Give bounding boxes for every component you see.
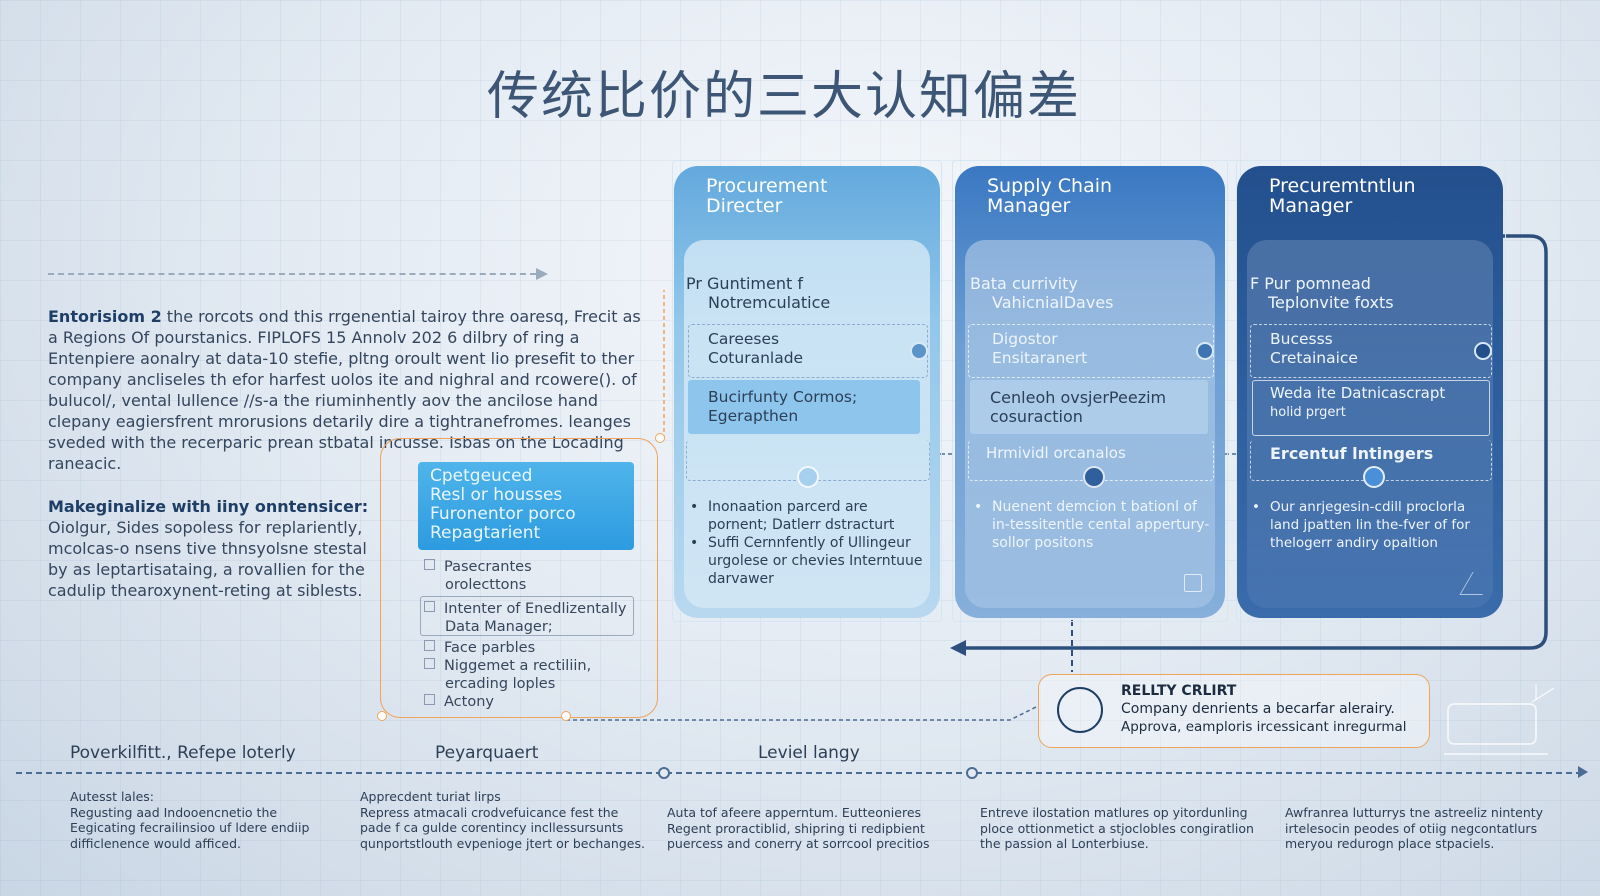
intro-subsection: Makeginalize with iiny onntensicer: Oiol… bbox=[48, 496, 378, 601]
card-highlight-box[interactable] bbox=[1252, 380, 1490, 436]
card-highlight-box[interactable] bbox=[688, 380, 920, 434]
checklist-item[interactable]: Niggemet a rectiliin,ercading loples bbox=[424, 657, 591, 693]
timeline-arrowhead bbox=[1578, 766, 1588, 778]
checkbox[interactable] bbox=[424, 694, 435, 705]
alert-user-icon bbox=[1057, 687, 1103, 733]
connector-dot bbox=[561, 711, 571, 721]
page-title: 传统比价的三大认知偏差 bbox=[486, 67, 1081, 127]
card-frame bbox=[1236, 160, 1506, 622]
timeline-label: Peyarquaert bbox=[435, 743, 539, 763]
info-icon[interactable] bbox=[910, 342, 928, 360]
checkbox[interactable] bbox=[424, 601, 435, 612]
timeline-line bbox=[16, 772, 1582, 774]
timeline-node bbox=[658, 767, 670, 779]
highlight-line: Furonentor porco bbox=[430, 504, 576, 524]
alert-line-1: Company denrients a becarfar alerairy. bbox=[1121, 701, 1395, 717]
checkbox[interactable] bbox=[424, 658, 435, 669]
highlight-line: Resl or housses bbox=[430, 485, 563, 505]
card-frame bbox=[672, 160, 942, 622]
highlight-line: Cpetgeuced bbox=[430, 466, 533, 486]
alert-title: RELLTY CRLIRT bbox=[1121, 683, 1237, 699]
monitor-icon bbox=[1444, 684, 1555, 755]
checklist-item-frame bbox=[420, 596, 634, 636]
card-bullet: Our anrjegesin-cdill proclorla land jpat… bbox=[1252, 498, 1484, 552]
info-icon[interactable] bbox=[1474, 342, 1492, 360]
risk-alert-box[interactable]: RELLTY CRLIRT Company denrients a becarf… bbox=[1038, 674, 1430, 748]
user-badge-icon[interactable] bbox=[797, 466, 819, 488]
user-badge-icon[interactable] bbox=[1083, 466, 1105, 488]
card-bullet: Suffi Cernnfently of Ullingeur urgolese … bbox=[690, 534, 928, 588]
timeline-column: Awfranrea lutturrys tne astreeliz ninten… bbox=[1285, 805, 1544, 851]
intro-text: the rorcots ond this rrgenential tairoy … bbox=[48, 307, 641, 473]
highlight-button[interactable]: Cpetgeuced Resl or housses Furonentor po… bbox=[418, 462, 634, 550]
checkbox[interactable] bbox=[424, 640, 435, 651]
card-label: Ercentuf lntingers bbox=[1270, 444, 1434, 463]
card-highlight-box[interactable] bbox=[970, 380, 1208, 434]
user-badge-icon[interactable] bbox=[1363, 466, 1385, 488]
highlight-line: Repagtarient bbox=[430, 523, 541, 543]
dashed-arrow-top bbox=[48, 268, 548, 280]
card-bullet: Inonaation parcerd are pornent; Datlerr … bbox=[690, 498, 928, 534]
info-icon[interactable] bbox=[1196, 342, 1214, 360]
timeline-column: Entreve ilostation matlures op yitordunl… bbox=[980, 805, 1254, 851]
card-label: Hrmividl orcanalos bbox=[986, 444, 1126, 462]
timeline-label: Leviel langy bbox=[758, 743, 860, 763]
checklist-panel bbox=[380, 438, 658, 718]
alert-line-2: Approva, eamploris ircessicant inregurma… bbox=[1121, 719, 1407, 735]
connector-dot bbox=[655, 433, 665, 443]
checklist-item[interactable]: Actony bbox=[424, 693, 494, 711]
intro-lead: Entorisiom 2 bbox=[48, 307, 162, 326]
copy-icon[interactable] bbox=[1184, 574, 1202, 592]
card-box2-text: Bucirfunty Cormos;Egerapthen bbox=[708, 388, 858, 425]
card-frame bbox=[952, 160, 1228, 622]
intro-paragraph: Entorisiom 2 the rorcots ond this rrgene… bbox=[48, 306, 648, 474]
intro-sub-heading: Makeginalize with iiny onntensicer: bbox=[48, 497, 369, 516]
checklist-item[interactable]: Face parbles bbox=[424, 639, 535, 657]
timeline-column: Autesst lales:Regusting aad Indooencneti… bbox=[70, 789, 310, 851]
intro-sub-text: Oiolgur, Sides sopoless for replariently… bbox=[48, 518, 367, 600]
timeline-node bbox=[966, 767, 978, 779]
timeline-label: Poverkilfitt., Refepe loterly bbox=[70, 743, 296, 763]
connector-dot bbox=[377, 711, 387, 721]
checkbox[interactable] bbox=[424, 559, 435, 570]
card-bullet: Nuenent demcion t bationl of in-tessiten… bbox=[974, 498, 1214, 552]
